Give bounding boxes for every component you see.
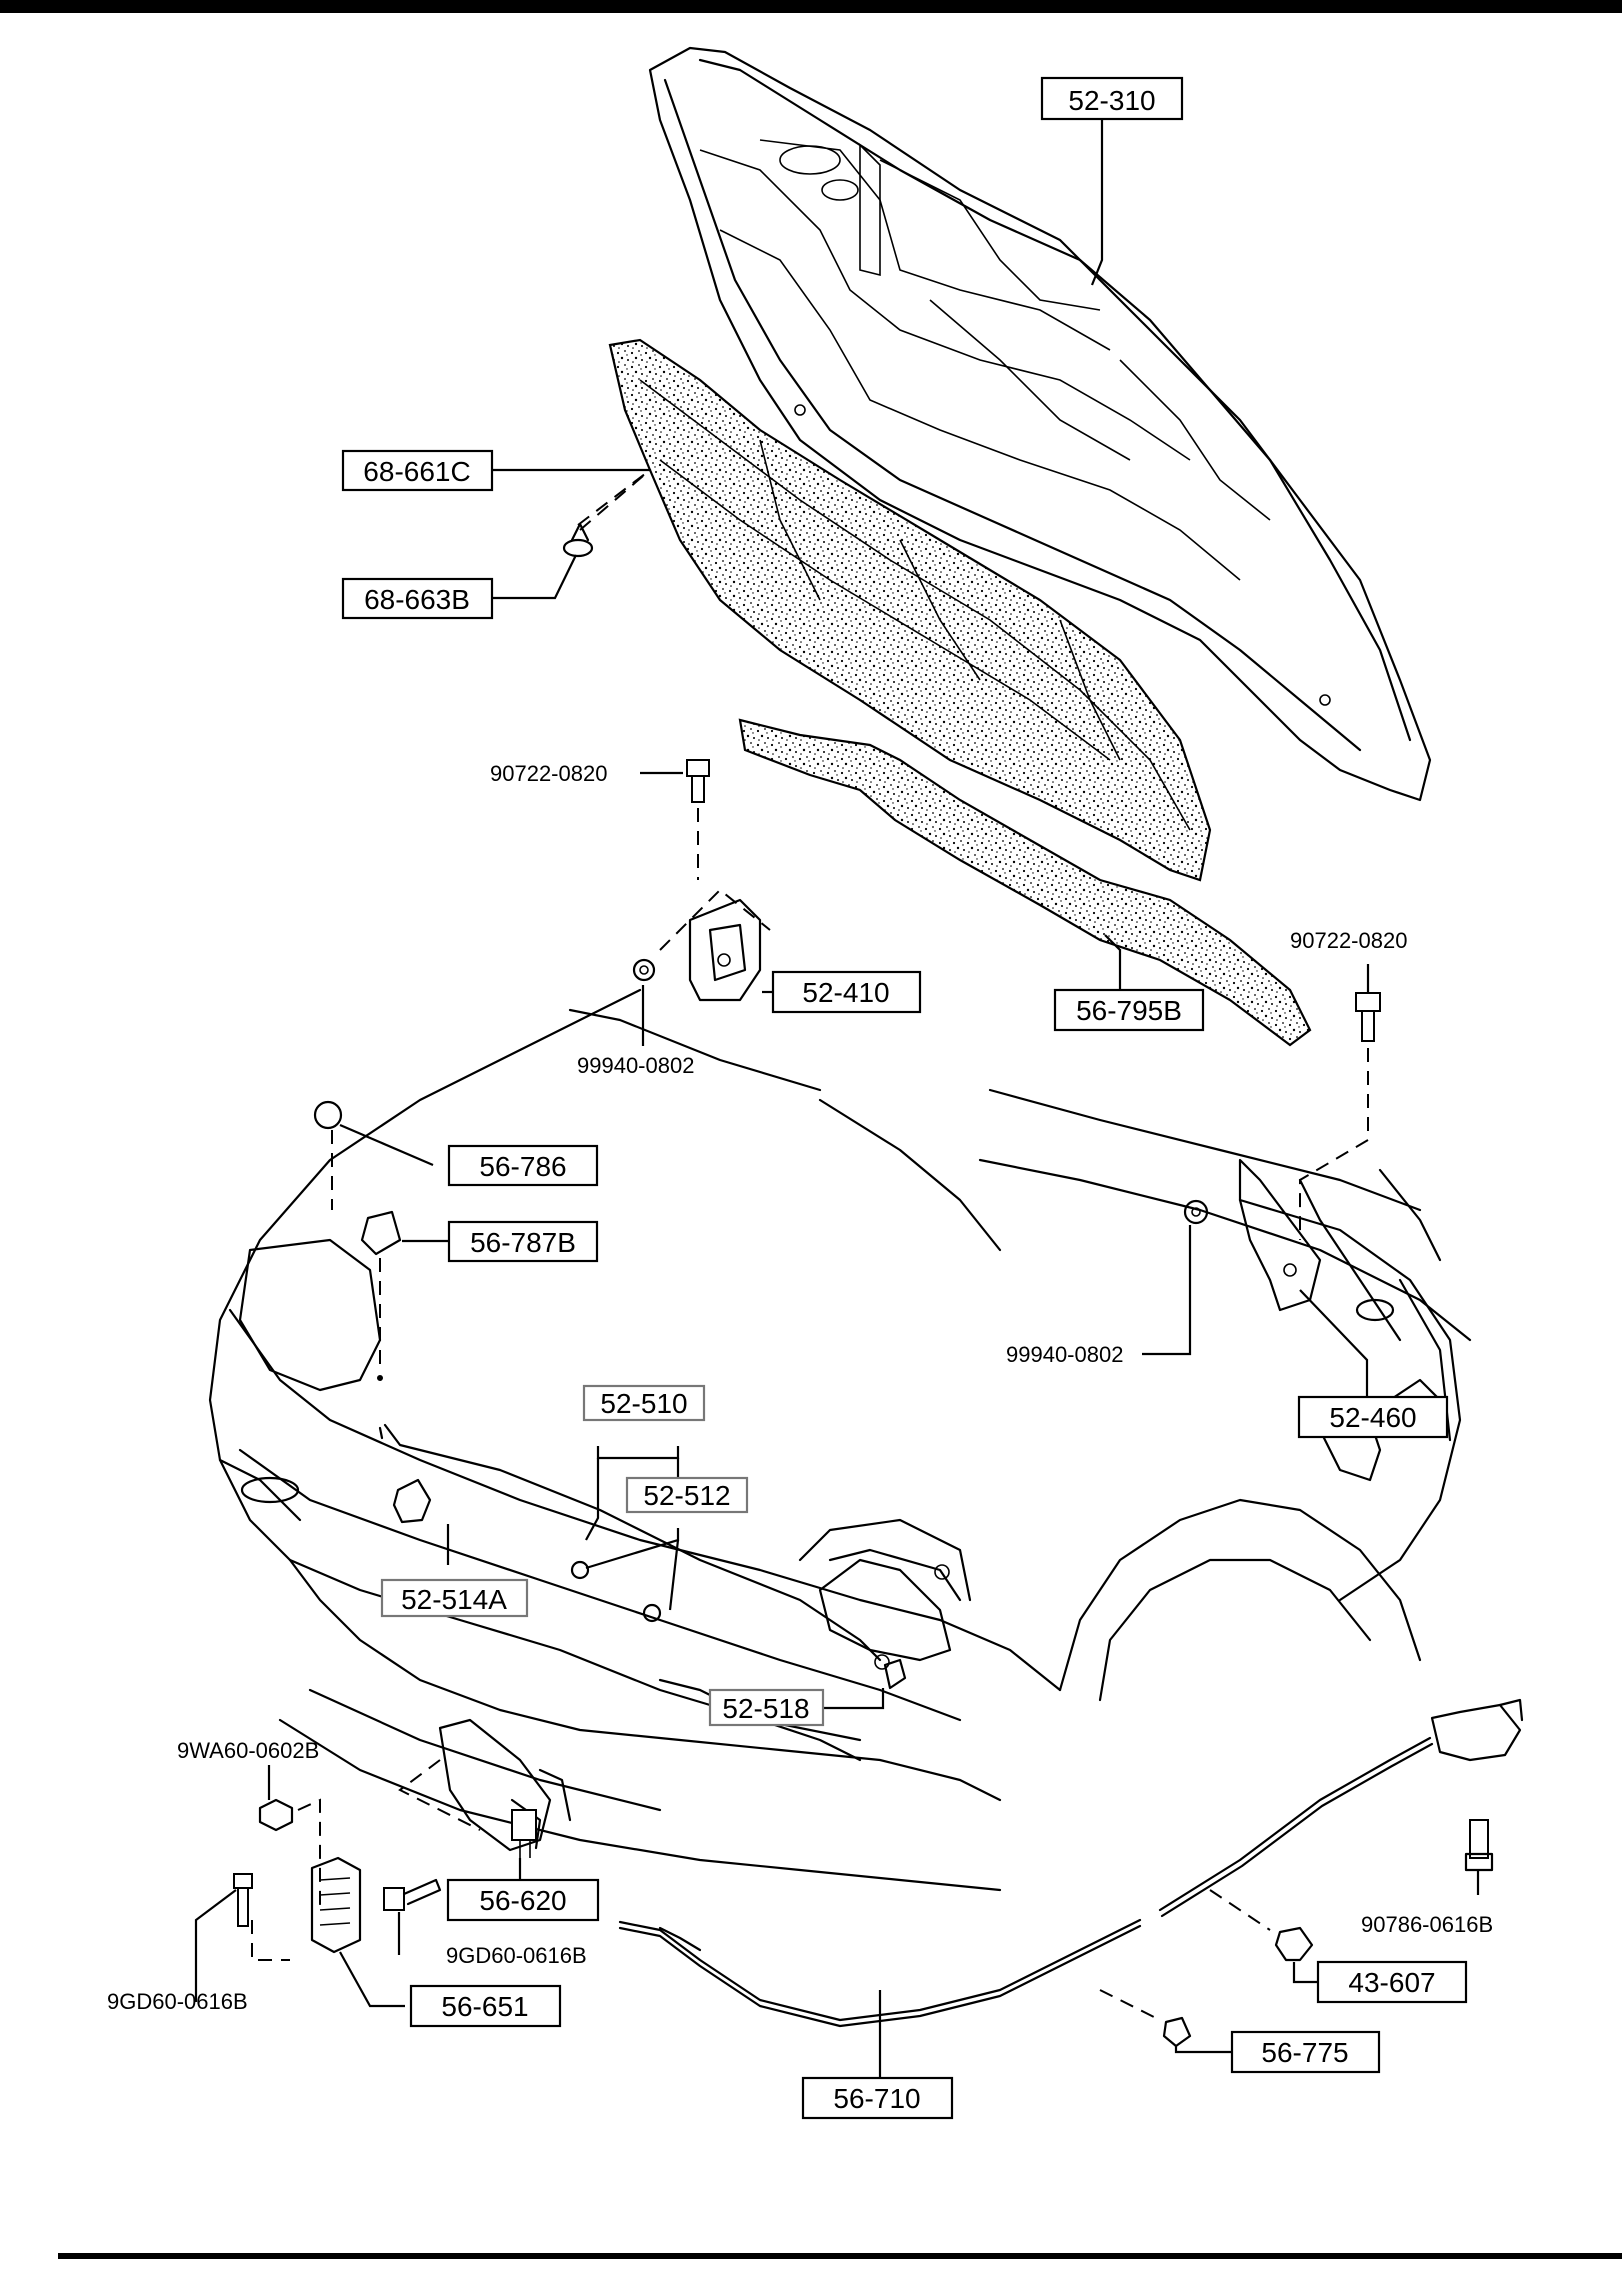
label-9gd60-right: 9GD60-0616B bbox=[446, 1943, 587, 1968]
bottom-rule bbox=[58, 2253, 1622, 2259]
hinge-left bbox=[659, 888, 771, 1002]
svg-text:52-512: 52-512 bbox=[643, 1480, 730, 1511]
label-52-512: 52-512 bbox=[625, 1476, 749, 1514]
label-56-775: 56-775 bbox=[1230, 2030, 1381, 2074]
nut-99940-left bbox=[632, 958, 656, 982]
svg-text:52-410: 52-410 bbox=[802, 977, 889, 1008]
label-68-661c: 68-661C bbox=[341, 449, 494, 492]
rod-holder-52-514a bbox=[392, 1478, 432, 1524]
label-56-651: 56-651 bbox=[409, 1984, 562, 2028]
release-handle bbox=[1430, 1698, 1524, 1872]
hood-panel bbox=[648, 46, 1432, 802]
label-99940-right: 99940-0802 bbox=[1006, 1342, 1123, 1367]
grommet-a bbox=[570, 1560, 590, 1580]
label-56-787b: 56-787B bbox=[447, 1220, 599, 1263]
hood-insulator bbox=[608, 338, 1212, 882]
svg-text:52-518: 52-518 bbox=[722, 1693, 809, 1724]
top-rule bbox=[0, 0, 1622, 13]
release-cable bbox=[618, 1736, 1434, 2028]
label-90722-right: 90722-0820 bbox=[1290, 928, 1407, 953]
label-68-663b: 68-663B bbox=[341, 577, 494, 620]
bolt-90722-right bbox=[1355, 992, 1381, 1140]
svg-text:56-710: 56-710 bbox=[833, 2083, 920, 2114]
label-52-460: 52-460 bbox=[1297, 1395, 1449, 1439]
svg-text:68-663B: 68-663B bbox=[364, 584, 470, 615]
svg-text:56-795B: 56-795B bbox=[1076, 995, 1182, 1026]
label-56-710: 56-710 bbox=[801, 2076, 954, 2120]
svg-text:56-775: 56-775 bbox=[1261, 2037, 1348, 2068]
leader-lines bbox=[194, 119, 1480, 2078]
label-52-410: 52-410 bbox=[771, 970, 922, 1014]
svg-text:43-607: 43-607 bbox=[1348, 1967, 1435, 1998]
bolt-9gd60-right bbox=[383, 1878, 442, 1911]
label-56-786: 56-786 bbox=[447, 1144, 599, 1187]
rod-clip-52-518 bbox=[883, 1658, 907, 1690]
label-52-310: 52-310 bbox=[1040, 76, 1184, 121]
bolt-90722-left bbox=[686, 759, 710, 880]
label-52-510: 52-510 bbox=[582, 1384, 706, 1422]
hinge-right bbox=[1238, 1139, 1369, 1312]
nut-99940-right bbox=[1183, 1199, 1209, 1225]
label-9gd60-left: 9GD60-0616B bbox=[107, 1989, 248, 2014]
car-body bbox=[208, 988, 1472, 1892]
label-56-795b: 56-795B bbox=[1053, 988, 1205, 1032]
latch-56-620 bbox=[511, 1809, 537, 1858]
label-52-518: 52-518 bbox=[708, 1688, 825, 1727]
svg-text:52-310: 52-310 bbox=[1068, 85, 1155, 116]
bumper-stop-56-786 bbox=[313, 1100, 343, 1210]
label-9wa60: 9WA60-0602B bbox=[177, 1738, 319, 1763]
clip-43-607 bbox=[1209, 1889, 1314, 1962]
label-56-620: 56-620 bbox=[446, 1878, 600, 1922]
hood-lock-56-651 bbox=[310, 1856, 362, 1954]
label-90722-left: 90722-0820 bbox=[490, 761, 607, 786]
hood-support-rod bbox=[378, 1423, 890, 1670]
hood-weatherstrip bbox=[738, 718, 1312, 1047]
callout-labels: 52-310 68-661C 68-663B 90722-0820 52-410… bbox=[107, 76, 1493, 2120]
label-43-607: 43-607 bbox=[1316, 1960, 1468, 2004]
svg-text:52-460: 52-460 bbox=[1329, 1402, 1416, 1433]
svg-text:52-510: 52-510 bbox=[600, 1388, 687, 1419]
svg-text:56-620: 56-620 bbox=[479, 1885, 566, 1916]
bolt-9wa60 bbox=[258, 1798, 321, 1908]
latch-bracket bbox=[398, 1718, 572, 1852]
svg-text:56-786: 56-786 bbox=[479, 1151, 566, 1182]
svg-text:68-661C: 68-661C bbox=[363, 456, 470, 487]
label-99940-left: 99940-0802 bbox=[577, 1053, 694, 1078]
bumper-stop-56-787b bbox=[360, 1210, 402, 1381]
svg-text:52-514A: 52-514A bbox=[401, 1584, 507, 1615]
bolt-9gd60-left bbox=[233, 1873, 290, 1961]
grommet-b bbox=[642, 1603, 662, 1623]
svg-text:56-787B: 56-787B bbox=[470, 1227, 576, 1258]
label-52-514a: 52-514A bbox=[380, 1578, 529, 1618]
label-90786: 90786-0616B bbox=[1361, 1912, 1493, 1937]
clip-68-663b bbox=[562, 469, 651, 558]
clip-56-775 bbox=[1099, 1989, 1192, 2048]
svg-text:56-651: 56-651 bbox=[441, 1991, 528, 2022]
